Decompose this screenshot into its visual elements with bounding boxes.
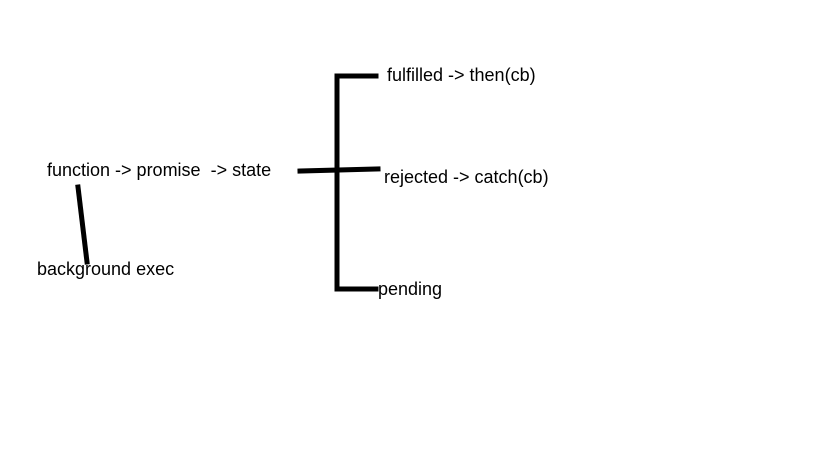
background-exec-label: background exec bbox=[37, 259, 175, 279]
background-connector bbox=[75, 184, 90, 265]
main-flow-label: function -> promise -> state bbox=[47, 160, 272, 180]
fulfilled-label: fulfilled -> then(cb) bbox=[387, 65, 536, 85]
rejected-label: rejected -> catch(cb) bbox=[384, 167, 549, 187]
pending-label: pending bbox=[378, 279, 443, 299]
